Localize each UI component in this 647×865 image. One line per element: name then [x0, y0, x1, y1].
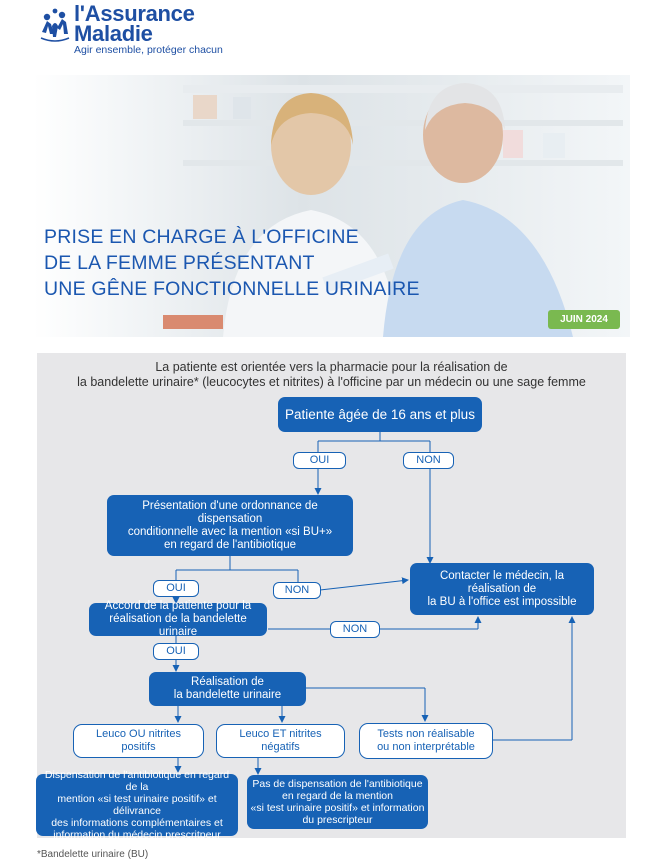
non-pill: NON	[403, 452, 454, 469]
oui-pill: OUI	[293, 452, 346, 469]
hero-photo	[33, 75, 630, 337]
pas-dispensation-box: Pas de dispensation de l'antibiotique en…	[247, 775, 428, 829]
page-title: PRISE EN CHARGE À L'OFFICINE DE LA FEMME…	[44, 226, 420, 300]
non-pill: NON	[273, 582, 321, 599]
positifs-box: Leuco OU nitrites positifs	[73, 724, 204, 758]
date-badge: JUIN 2024	[548, 310, 620, 329]
contact-medecin-box: Contacter le médecin, la réalisation de …	[410, 563, 594, 615]
start-box: Patiente âgée de 16 ans et plus	[278, 397, 482, 432]
ordonnance-box: Présentation d'une ordonnance de dispens…	[107, 495, 353, 556]
accord-box: Accord de la patiente pour la réalisatio…	[89, 600, 267, 638]
oui-pill: OUI	[153, 580, 199, 597]
negatifs-box: Leuco ET nitrites négatifs	[216, 724, 345, 758]
realisation-box: Réalisation de la bandelette urinaire	[149, 672, 306, 706]
non-realisable-box: Tests non réalisable ou non interprétabl…	[359, 723, 493, 759]
brand-tagline: Agir ensemble, protéger chacun	[74, 44, 223, 56]
intro-text: La patiente est orientée vers la pharmac…	[77, 360, 586, 389]
dispensation-box: Dispensation de l'antibiotique en regard…	[36, 769, 238, 841]
oui-pill: OUI	[153, 643, 199, 660]
assurance-maladie-logo-icon	[38, 4, 72, 48]
footnote: *Bandelette urinaire (BU)	[37, 849, 149, 860]
non-pill: NON	[330, 621, 380, 638]
brand-name: l'Assurance Maladie	[74, 1, 195, 46]
